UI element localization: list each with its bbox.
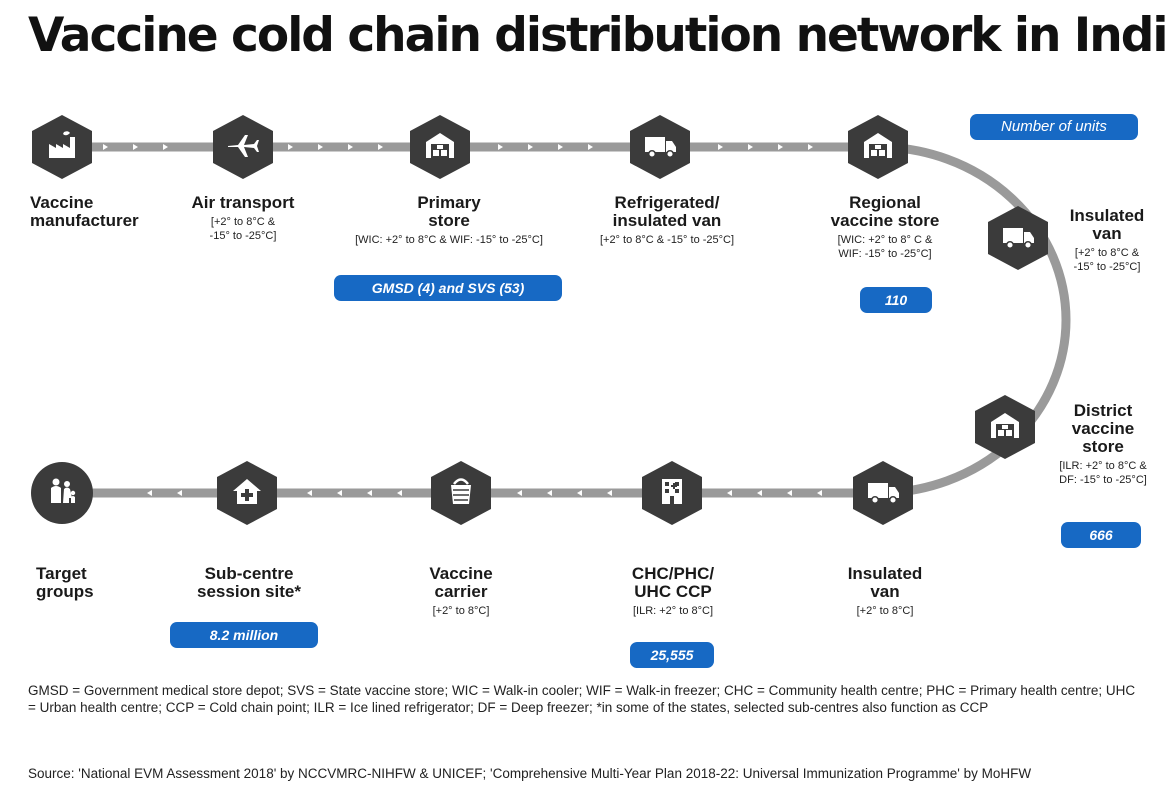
footnote: GMSD = Government medical store depot; S… [28, 683, 1136, 715]
track-arrow-25 [727, 490, 732, 496]
track-arrow-22 [547, 490, 552, 496]
track-arrow-26 [757, 490, 762, 496]
track-arrow-27 [787, 490, 792, 496]
track-arrow-2 [163, 144, 168, 150]
track-arrow-7 [498, 144, 503, 150]
truck-icon [642, 127, 678, 168]
warehouse-icon [422, 127, 458, 168]
warehouse-icon [860, 127, 896, 168]
legend-label: Number of units [1001, 118, 1107, 135]
units-badge-chc-phc-uhc-ccp: 25,555 [630, 642, 714, 668]
units-badge-regional-vaccine-store: 110 [860, 287, 932, 313]
label-refrigerated-van: Refrigerated/insulated van [+2° to 8°C &… [599, 193, 735, 247]
legend-number-of-units: Number of units [970, 114, 1138, 140]
airplane-icon [225, 127, 261, 168]
track-arrow-5 [348, 144, 353, 150]
source-note: Source: 'National EVM Assessment 2018' b… [28, 766, 1032, 781]
track-arrow-11 [718, 144, 723, 150]
units-badge-primary-store: GMSD (4) and SVS (53) [334, 275, 562, 301]
family-icon [44, 473, 80, 514]
label-chc-phc-uhc-ccp: CHC/PHC/UHC CCP [ILR: +2° to 8°C] [631, 564, 715, 618]
track-arrow-1 [133, 144, 138, 150]
track-arrow-19 [367, 490, 372, 496]
track-arrow-21 [517, 490, 522, 496]
track-arrow-13 [778, 144, 783, 150]
track-arrow-9 [558, 144, 563, 150]
track-arrow-24 [607, 490, 612, 496]
track-arrow-0 [103, 144, 108, 150]
units-badge-sub-centre-session-site: 8.2 million [170, 622, 318, 648]
node-vaccine-carrier [431, 461, 491, 525]
truck-icon [1000, 218, 1036, 259]
vaccine-carrier-icon [443, 473, 479, 514]
node-target-groups [31, 462, 93, 524]
label-air-transport: Air transport [+2° to 8°C &-15° to -25°C… [191, 193, 295, 243]
track-direction-arrows [103, 144, 822, 496]
track-arrow-8 [528, 144, 533, 150]
track-arrow-18 [337, 490, 342, 496]
track-arrow-23 [577, 490, 582, 496]
track-arrow-6 [378, 144, 383, 150]
track-arrow-17 [307, 490, 312, 496]
track-arrow-16 [177, 490, 182, 496]
track-arrow-14 [808, 144, 813, 150]
track-arrow-20 [397, 490, 402, 496]
track-arrow-15 [147, 490, 152, 496]
track-arrow-10 [588, 144, 593, 150]
truck-icon [865, 473, 901, 514]
track-arrow-3 [288, 144, 293, 150]
warehouse-icon [987, 407, 1023, 448]
units-badge-district-vaccine-store: 666 [1061, 522, 1141, 548]
health-house-icon [229, 473, 265, 514]
building-icon [654, 473, 690, 514]
factory-icon [44, 127, 80, 168]
page-title: Vaccine cold chain distribution network … [28, 8, 1167, 63]
track-arrow-4 [318, 144, 323, 150]
track-arrow-12 [748, 144, 753, 150]
track-arrow-28 [817, 490, 822, 496]
